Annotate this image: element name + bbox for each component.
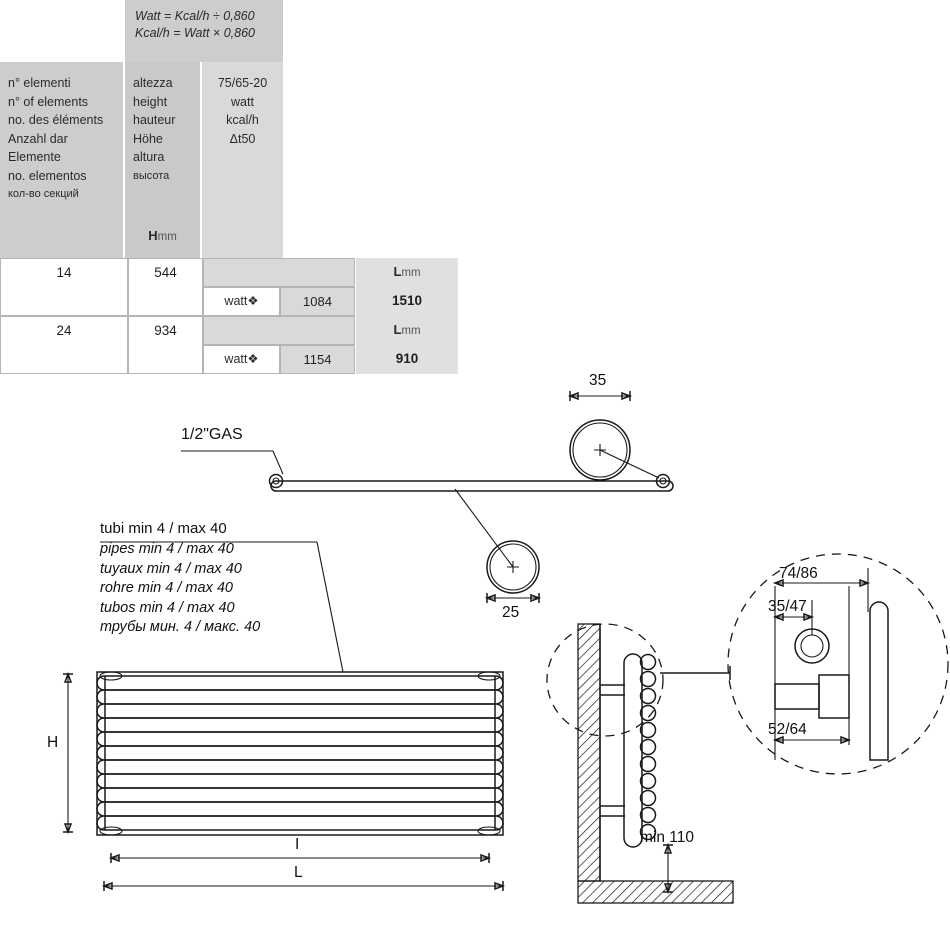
elements-label-ru: кол-во секций [8, 188, 79, 200]
wall-floor-section [546, 623, 734, 904]
length-header-1: Lmm [356, 258, 458, 287]
watt-value-2: 1154 [303, 352, 332, 367]
gas-leader-line [181, 450, 284, 475]
dimension-L [101, 881, 506, 891]
detail-circle-35 [567, 391, 660, 481]
detail-dimension-35-47: 35/47 [768, 598, 807, 615]
table-row: 14 [0, 258, 128, 316]
height-label-ru: высота [133, 169, 170, 182]
elements-label-de-1: Anzahl dar [8, 131, 68, 146]
dimension-label-L: L [294, 864, 303, 881]
cell-height-wrap: 544 [128, 258, 203, 316]
pipes-label-de: rohre min 4 / max 40 [100, 580, 233, 596]
column-header-output: 75/65-20 watt kcal/h Δt50 [202, 62, 283, 258]
formula-line-2: Kcal/h = Watt × 0,860 [135, 26, 255, 40]
output-line-2: watt [231, 94, 254, 109]
pipes-label-ru: трубы мин. 4 / макс. 40 [100, 619, 261, 635]
dimension-label-35: 35 [589, 372, 607, 389]
cell-length-2: 910 [356, 345, 458, 374]
watt-value-1: 1084 [303, 294, 332, 309]
elements-label-de-2: Elemente [8, 150, 61, 164]
length-header-symbol-1: L [393, 264, 402, 279]
pipes-label-fr: tuyaux min 4 / max 40 [100, 560, 242, 577]
output-line-3: kcal/h [226, 113, 259, 127]
cell-watt-value-1: 1084 [280, 287, 355, 316]
radiator-front-view [96, 671, 504, 836]
detail-circle-25 [454, 488, 542, 603]
cell-watt-label-1: watt❖ [203, 287, 280, 316]
cell-height: 934 [154, 323, 177, 338]
pipes-label-it: tubi min 4 / max 40 [100, 520, 227, 537]
watt-label-2: watt❖ [224, 352, 259, 366]
cell-watt-value-2: 1154 [280, 345, 355, 374]
specification-table: Watt = Kcal/h ÷ 0,860 Kcal/h = Watt × 0,… [0, 0, 458, 375]
height-unit-label: Hmm [125, 228, 200, 243]
cell-height-wrap: 934 [128, 316, 203, 374]
top-view-manifold [268, 473, 674, 492]
column-header-elements: n° elementi n° of elements no. des éléme… [0, 62, 123, 258]
length-header-symbol-2: L [393, 322, 402, 337]
elements-label-fr: no. des éléments [8, 113, 104, 127]
cell-height: 544 [154, 265, 177, 280]
dimension-H [63, 671, 73, 835]
column-header-height: altezza height hauteur Höhe altura высот… [125, 62, 200, 258]
detail-dimension-74-86: 74/86 [779, 565, 818, 582]
cell-blank-1 [203, 258, 355, 287]
height-label-de: Höhe [133, 131, 163, 146]
height-unit-symbol: H [148, 228, 158, 243]
pipes-label-en: pipes min 4 / max 40 [100, 541, 234, 557]
dimension-label-min110: min 110 [640, 829, 694, 846]
gas-thread-label: 1/2"GAS [181, 426, 243, 443]
length-header-unit-2: mm [401, 325, 421, 337]
pipes-specification-block: tubi min 4 / max 40 pipes min 4 / max 40… [100, 520, 370, 638]
elements-label-en: n° of elements [8, 94, 89, 109]
enlarged-detail-view [660, 553, 949, 775]
dimension-label-I: I [295, 836, 300, 853]
watt-label-1: watt❖ [224, 294, 259, 308]
conversion-formula: Watt = Kcal/h ÷ 0,860 Kcal/h = Watt × 0,… [125, 0, 283, 62]
length-header-2: Lmm [356, 316, 458, 345]
output-line-1: 75/65-20 [217, 76, 268, 90]
length-header-unit-1: mm [401, 267, 421, 279]
cell-blank-2 [203, 316, 355, 345]
height-label-en: height [133, 94, 168, 109]
length-value-1: 1510 [391, 293, 423, 308]
output-line-4: Δt50 [229, 131, 256, 146]
height-label-it: altezza [133, 76, 173, 90]
detail-dimension-52-64: 52/64 [768, 721, 807, 738]
height-label-es: altura [133, 150, 165, 164]
dimension-label-25: 25 [502, 604, 520, 621]
table-row: 24 [0, 316, 128, 374]
cell-elements: 24 [56, 323, 72, 338]
cell-length-1: 1510 [356, 287, 458, 316]
height-unit-suffix: mm [157, 231, 177, 243]
length-value-2: 910 [395, 351, 419, 366]
cell-watt-label-2: watt❖ [203, 345, 280, 374]
dimension-I [108, 853, 492, 863]
height-label-fr: hauteur [133, 113, 176, 127]
elements-label-it: n° elementi [8, 76, 71, 90]
pipes-label-es: tubos min 4 / max 40 [100, 599, 235, 616]
radiator-tubes [96, 675, 504, 831]
cell-elements: 14 [56, 265, 72, 280]
dimension-label-H: H [47, 734, 59, 751]
formula-line-1: Watt = Kcal/h ÷ 0,860 [135, 9, 255, 23]
elements-label-es: no. elementos [8, 168, 87, 183]
